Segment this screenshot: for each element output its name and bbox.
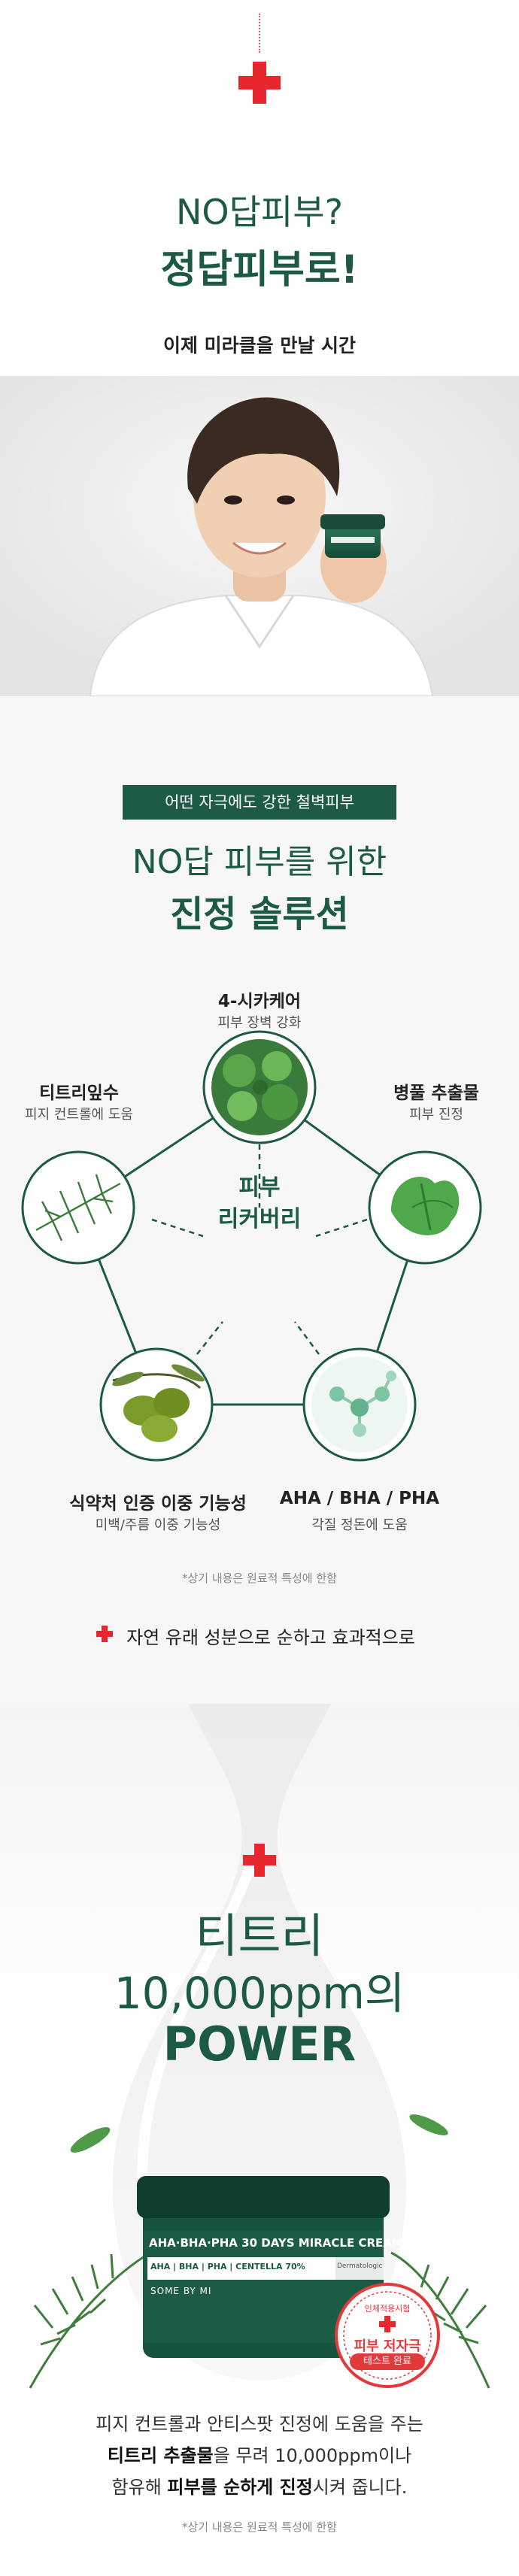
red-cross-icon [238, 62, 281, 104]
node-sub-olive: 미백/주름 이중 기능성 [95, 1517, 221, 1533]
node-circle-teatree [21, 1150, 135, 1265]
power-desc-line1: 피지 컨트롤과 안티스팟 진정에 도움을 주는 [96, 2414, 423, 2435]
power-desc-line2: 티트리 추출물을 무려 10,000ppm이나 [0, 2441, 519, 2467]
node-title-teatree: 티트리잎수 [39, 1083, 119, 1103]
dotted-divider [259, 14, 260, 53]
jar-sub-label: AHA | BHA | PHA | CENTELLA 70% [150, 2262, 305, 2271]
power-desc-line3-bold: 피부를 순하게 진정 [167, 2477, 313, 2498]
intro-headline-light: NO답피부? [176, 192, 343, 232]
solution-note: *상기 내용은 원료적 특성에 한함 [182, 1571, 337, 1585]
power-note: *상기 내용은 원료적 특성에 한함 [182, 2520, 337, 2534]
node-sub-centella: 피부 진정 [409, 1107, 463, 1123]
power-desc-line2-bold: 티트리 추출물 [107, 2445, 214, 2466]
power-desc-line2-rest: 을 무려 10,000ppm이나 [213, 2445, 412, 2466]
solution-benefit: 자연 유래 성분으로 순하고 효과적으로 [126, 1627, 415, 1648]
center-label-line2: 리커버리 [217, 1206, 302, 1232]
node-circle-molecule [302, 1347, 417, 1462]
jar-brand: SOME BY MI [150, 2286, 212, 2296]
node-sub-aha: 각질 정돈에 도움 [311, 1517, 408, 1533]
center-label-line1: 피부 [238, 1174, 281, 1201]
jar-side-label: Dermatologically [337, 2262, 382, 2270]
badge-line2: 테스트 완료 [350, 2353, 425, 2370]
model-photo-section [0, 376, 519, 696]
jar-label: AHA·BHA·PHA 30 DAYS MIRACLE CREAM [149, 2236, 403, 2250]
intro-subtitle: 이제 미라클을 만날 시간 [162, 335, 357, 356]
power-title-line2: 10,000ppm의 [114, 1968, 405, 2019]
power-desc-line3-post: 시켜 줍니다. [312, 2477, 408, 2498]
model-illustration [0, 376, 519, 696]
intro-headline-bold: 정답피부로! [160, 247, 359, 292]
node-circle-cica [202, 1030, 317, 1144]
badge-cross-icon [379, 2316, 396, 2332]
node-sub-teatree: 피지 컨트롤에 도움 [25, 1107, 133, 1123]
node-circle-olive [99, 1347, 214, 1462]
solution-section: 어떤 자극에도 강한 철벽피부 NO답 피부를 위한 진정 솔루션 [0, 696, 519, 1704]
solution-title-bold: 진정 솔루션 [170, 893, 349, 935]
solution-tag: 어떤 자극에도 강한 철벽피부 [123, 785, 396, 820]
intro-section: NO답피부? 정답피부로! 이제 미라클을 만날 시간 [0, 0, 519, 376]
power-title-line1: 티트리 [195, 1908, 324, 1963]
power-title-line3: POWER [162, 2017, 357, 2071]
badge-small-text: 인체적용시험 [364, 2304, 411, 2314]
red-cross-icon [243, 1844, 276, 1877]
power-desc-line3-pre: 함유해 [111, 2477, 168, 2498]
node-sub-cica: 피부 장벽 강화 [217, 1015, 302, 1031]
badge-line1: 피부 저자극 [354, 2338, 421, 2354]
node-title-olive: 식약처 인증 이중 기능성 [69, 1494, 247, 1514]
node-circle-centella [368, 1150, 482, 1265]
power-desc-line3: 함유해 피부를 순하게 진정시켜 줍니다. [0, 2472, 519, 2499]
node-title-aha: AHA / BHA / PHA [279, 1489, 440, 1508]
node-title-centella: 병풀 추출물 [393, 1083, 479, 1103]
red-cross-small-icon [96, 1626, 113, 1642]
solution-title-light: NO답 피부를 위한 [132, 843, 387, 881]
solution-diagram [21, 1030, 482, 1462]
power-section: 티트리 10,000ppm의 POWER [0, 1704, 519, 2576]
node-title-cica: 4-시카케어 [217, 992, 302, 1011]
